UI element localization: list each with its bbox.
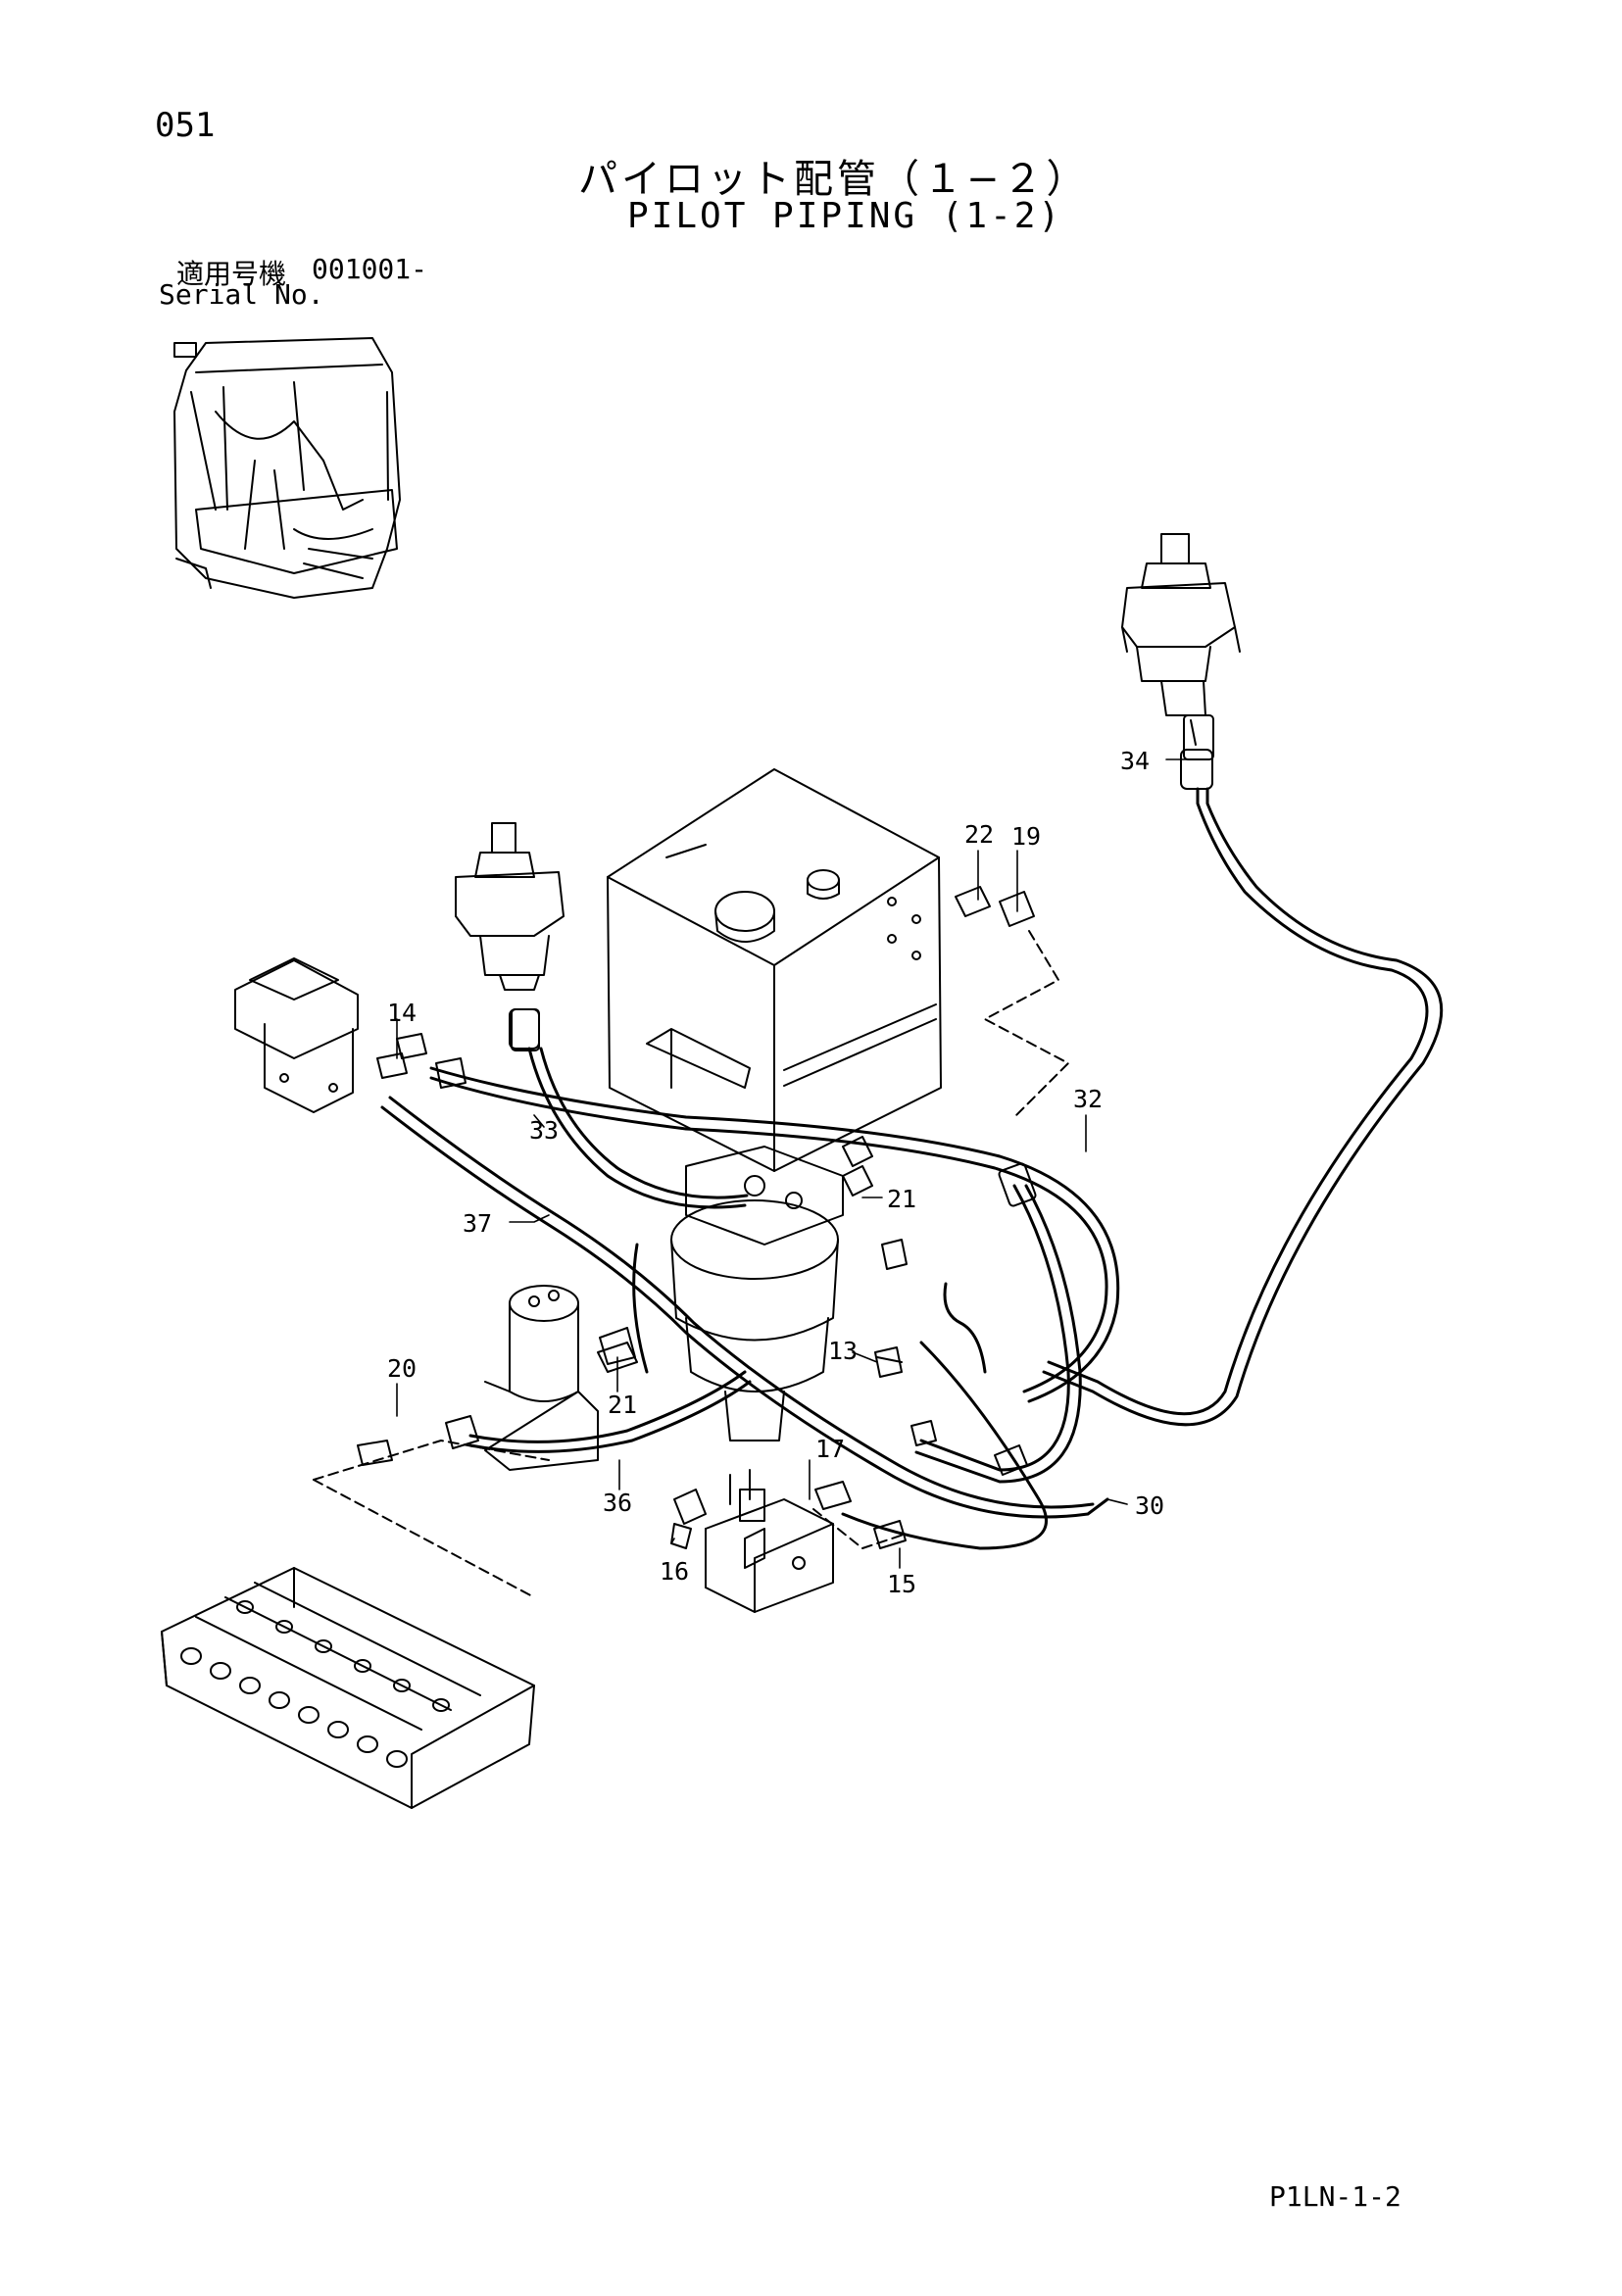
callout-17: 17: [815, 1435, 845, 1463]
callout-numbers: 34 22 19 14 33 32 21 37 13 20 21 17 36 3…: [387, 747, 1164, 1598]
callout-20: 20: [387, 1354, 417, 1383]
callout-14: 14: [387, 999, 417, 1027]
serial-number-value: 001001-: [312, 253, 428, 285]
callout-21-lower: 21: [608, 1391, 637, 1419]
callout-19: 19: [1011, 822, 1041, 851]
callout-16: 16: [660, 1557, 689, 1586]
callout-15: 15: [887, 1570, 916, 1598]
swivel-joint: [670, 1146, 844, 1441]
dashed-reference-lines: [313, 930, 1069, 1598]
callout-30: 30: [1135, 1491, 1164, 1520]
serial-label-japanese: 適用号機: [176, 258, 287, 290]
control-valve-ports: [180, 1600, 450, 1768]
callout-leaders: [396, 758, 1206, 1569]
callout-21-upper: 21: [887, 1185, 916, 1213]
callout-36: 36: [603, 1489, 632, 1517]
page-title-english: PILOT PIPING (1-2): [627, 196, 1063, 236]
page-number: 051: [155, 106, 216, 145]
callout-22: 22: [964, 820, 994, 849]
callout-34: 34: [1120, 747, 1150, 775]
pilot-hoses: [380, 787, 1444, 1550]
connector-block: [234, 957, 359, 1113]
callout-33: 33: [529, 1116, 559, 1145]
page-title-japanese: パイロット配管（１−２）: [578, 157, 1090, 202]
callout-13: 13: [828, 1337, 858, 1365]
hydraulic-tank: [607, 768, 942, 1172]
hose-fittings: [357, 714, 1214, 1549]
serial-label-english: Serial No.: [159, 278, 324, 311]
manifold-block: [705, 1469, 834, 1613]
pilot-control-valve-left: [455, 822, 565, 1050]
callout-37: 37: [463, 1209, 492, 1238]
selector-valve: [484, 1285, 638, 1471]
control-valve-assembly: [161, 1567, 535, 1809]
callout-32: 32: [1073, 1085, 1103, 1113]
excavator-cab-thumbnail: [173, 337, 401, 599]
page-code: P1LN-1-2: [1269, 2180, 1401, 2213]
